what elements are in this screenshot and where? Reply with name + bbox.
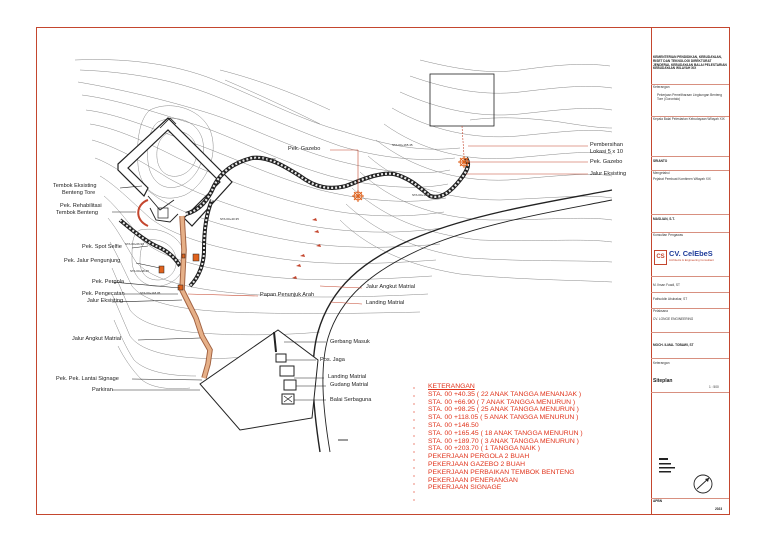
keterangan-item: PEKERJAAN PERBAIKAN TEMBOK BENTENG — [428, 468, 575, 476]
label-pek-rehabilitasi: Pek. Rehabilitasi — [60, 203, 102, 209]
keterangan-item: STA. 00 +146.50 — [428, 421, 479, 429]
pelaksana-name: CV. LONGE ENGINEERING — [653, 317, 694, 321]
keterangan-item: STA. 00 +98.25 ( 25 ANAK TANGGA MENURUN … — [428, 406, 579, 414]
project-text: Pekerjaan Pemeliharaan Lingkungan Benten… — [657, 93, 723, 101]
company-subtitle: Architects & Engineering Consultant — [669, 258, 714, 262]
label-landing-matrial-2: Landing Matrial — [328, 374, 367, 380]
keterangan-title: KETERANGAN — [428, 383, 475, 390]
label-pek-gazebo-top: Pek. Gazebo — [288, 146, 321, 152]
leader-lines — [111, 145, 588, 401]
ket-bullets — [413, 387, 415, 501]
label-pek-gazebo-right: Pek. Gazebo — [590, 159, 623, 165]
drawing-name: Siteplan — [653, 378, 673, 384]
drawing-scale: 1 : 500 — [709, 385, 719, 389]
sta-tags: STA 00+40.35 STA 00+66.90 STA 00+98.25 S… — [125, 143, 433, 295]
label-papan-penunjuk: Papan Penunjuk Arah — [260, 292, 315, 298]
keterangan-item: PEKERJAAN GAZEBO 2 BUAH — [428, 460, 526, 468]
kepala-label: Kepala Balai Pelestarian Kebudayaan Wila… — [653, 117, 725, 121]
mengetahui-label: Mengetahui — [653, 171, 670, 175]
keterangan-item: PEKERJAAN SIGNAGE — [428, 484, 502, 492]
contour-lines — [74, 59, 613, 389]
svg-text:STA 00+40.35: STA 00+40.35 — [220, 217, 239, 221]
svg-text:STA 00+98.25: STA 00+98.25 — [130, 269, 149, 273]
label-pek-lantai-signage: Pek. Pek. Lantai Signage — [56, 376, 119, 382]
label-landing-matrial-1: Landing Matrial — [366, 300, 405, 306]
keterangan-item: STA. 00 +203.70 ( 1 TANGGA NAIK ) — [428, 445, 541, 453]
keterangan-item: STA. 00 +165.45 ( 18 ANAK TANGGA MENURUN… — [428, 429, 583, 437]
konsultan-label: Konsultan Pengawas — [653, 233, 683, 237]
name-srianto: SRIANTO — [653, 159, 668, 163]
name-moch: MOCH. ILMAL TOBAWI, ST — [653, 343, 694, 347]
label-pos-jaga: Pos. Jaga — [320, 357, 345, 363]
label-tembok-eksisting: Tembok Eksisting — [53, 183, 97, 189]
label-balai-serbaguna: Balai Serbaguna — [330, 397, 372, 403]
keterangan-label: Keterangan — [653, 85, 670, 89]
keterangan-item: PEKERJAAN PERGOLA 2 BUAH — [428, 453, 530, 461]
label-gerbang-masuk: Gerbang Masuk — [330, 339, 370, 345]
ministry-text: KEMENTERIAN PENDIDIKAN, KEBUDAYAAN, RISE… — [653, 55, 727, 71]
keterangan-item: STA. 00 +40.35 ( 22 ANAK TANGGA MENANJAK… — [428, 390, 582, 398]
svg-text:STA 00+146.50: STA 00+146.50 — [255, 157, 276, 161]
fortress-walls — [117, 117, 233, 227]
name-fathuddin: Fathuddin Abubakar, ST — [653, 297, 688, 301]
ppk-label: Pejabat Pembuat Komitmen Wilayah XIX — [653, 177, 711, 181]
label-pek-spot-selfie: Pek. Spot Selfie — [82, 244, 122, 250]
label-pek-jalur-pengunjung: Pek. Jalur Pengunjung — [64, 258, 121, 264]
year: 2023 — [715, 507, 723, 511]
landing-markers — [292, 218, 321, 279]
north-arrow-icon — [659, 458, 713, 494]
title-block: KEMENTERIAN PENDIDIKAN, KEBUDAYAAN, RISE… — [651, 28, 729, 514]
svg-text:STA 00+165.45: STA 00+165.45 — [392, 143, 413, 147]
funding-code: APBN — [653, 499, 663, 503]
label-lokasi: Lokasi 5 x 10 — [590, 149, 623, 155]
label-gudang-matrial: Gudang Matrial — [330, 382, 369, 388]
svg-text:STA 00+189.70: STA 00+189.70 — [412, 193, 433, 197]
label-jalur-eksisting-right: Jalur Eksisting — [590, 171, 627, 177]
label-jalur-angkut-matrial-mid: Jalur Angkut Matrial — [366, 284, 416, 290]
north-arrow — [659, 458, 713, 494]
rehabilitation-arc — [137, 199, 149, 227]
label-tembok-benteng: Tembok Benteng — [56, 210, 98, 216]
drawing-label: Keterangan — [653, 361, 670, 365]
label-pembersihan: Pembersihan — [590, 142, 623, 148]
keterangan-item: STA. 00 +189.70 ( 3 ANAK TANGGA MENURUN … — [428, 437, 579, 445]
company-logo: CS — [654, 250, 667, 265]
label-benteng-tore: Benteng Tore — [62, 190, 96, 196]
label-parkiran: Parkiran — [92, 387, 113, 393]
drawing-area — [37, 28, 652, 514]
svg-text:STA 00+66.90: STA 00+66.90 — [125, 242, 144, 246]
name-ihsan: M. Ihsan Fuadi, ST — [653, 283, 680, 287]
pergola-markers — [158, 253, 200, 291]
svg-text:STA 00+118.05: STA 00+118.05 — [140, 291, 161, 295]
material-path — [179, 215, 213, 379]
drawing-sheet: KEMENTERIAN PENDIDIKAN, KEBUDAYAAN, RISE… — [36, 27, 730, 515]
keterangan-item: STA. 00 +66.90 ( 7 ANAK TANGGA MENURUN ) — [428, 398, 576, 406]
visitor-path — [118, 155, 471, 288]
keterangan-legend: KETERANGAN STA. 00 +40.35 ( 22 ANAK TANG… — [428, 383, 583, 492]
entrance-area — [199, 329, 319, 431]
name-maslian: MASLIAN, S.T. — [653, 217, 675, 221]
clearing-area — [429, 73, 495, 157]
label-jalur-angkut-matrial-left: Jalur Angkut Matrial — [72, 336, 122, 342]
keterangan-item: STA. 00 +118.05 ( 5 ANAK TANGGA MENURUN … — [428, 414, 579, 422]
pelaksana-label: Pelaksana — [653, 309, 668, 313]
label-pek-pergola: Pek. Pergola — [92, 279, 125, 285]
label-pek-pengecatan: Pek. Pengecatan — [82, 291, 125, 297]
keterangan-item: PEKERJAAN PENERANGAN — [428, 476, 518, 484]
company-name: CV. CelEbeS — [669, 249, 713, 258]
label-jalur-eksisting-left: Jalur Eksisting — [87, 298, 124, 304]
